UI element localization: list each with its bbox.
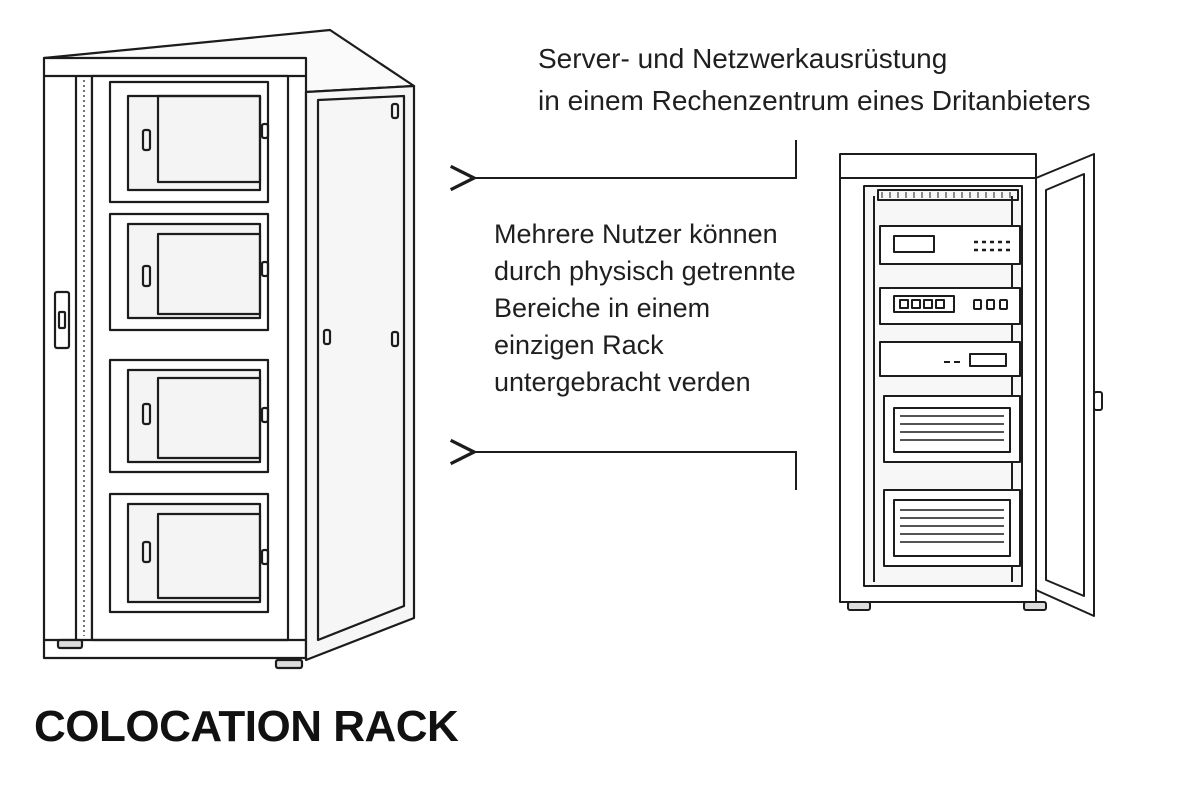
page-title: COLOCATION RACK: [34, 702, 459, 751]
caption-middle-line-5: untergebracht verden: [494, 367, 751, 397]
arrow-left-icon: [474, 140, 797, 490]
caption-top-line-2: in einem Rechenzentrum eines Dritanbiete…: [538, 85, 1091, 116]
caption-top: Server- und Netzwerkausrüstung in einem …: [538, 38, 1178, 122]
caption-middle-line-3: Bereiche in einem: [494, 293, 711, 323]
caption-middle-line-1: Mehrere Nutzer können: [494, 219, 778, 249]
caption-middle-line-4: einzigen Rack: [494, 330, 664, 360]
caption-middle: Mehrere Nutzer können durch physisch get…: [494, 216, 814, 401]
colocation-cabinet-icon: [42, 28, 416, 670]
caption-top-line-1: Server- und Netzwerkausrüstung: [538, 43, 948, 74]
open-server-rack-icon: [839, 153, 1103, 617]
caption-middle-line-2: durch physisch getrennte: [494, 256, 796, 286]
